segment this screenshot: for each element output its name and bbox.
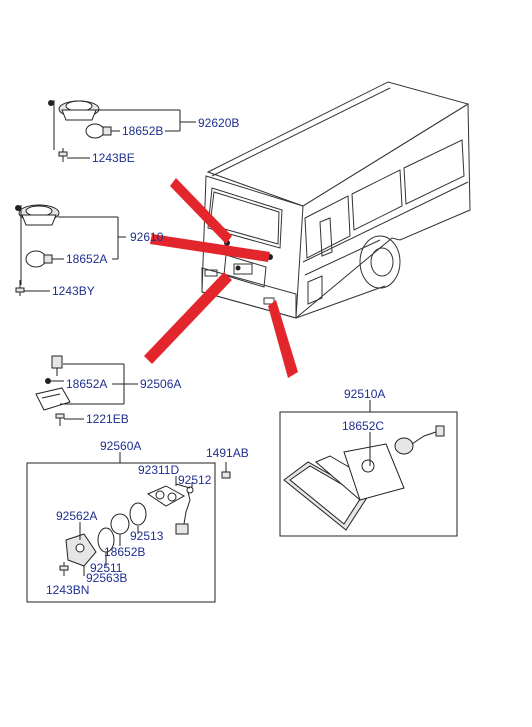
group-92506A: [35, 355, 138, 426]
bus-illustration: [201, 81, 471, 319]
arrow-to-92510A: [268, 300, 298, 378]
label-18652B-top: 18652B: [122, 124, 163, 138]
pointer-arrows: [144, 178, 298, 378]
arrow-to-92506A: [144, 272, 232, 364]
label-92562A: 92562A: [56, 509, 97, 523]
group-92510A: [279, 400, 458, 537]
label-1243BE: 1243BE: [92, 151, 135, 165]
label-92513: 92513: [130, 529, 164, 543]
label-1491AB: 1491AB: [206, 446, 249, 460]
label-92510A: 92510A: [344, 387, 385, 401]
arrow-to-92620B: [170, 178, 232, 244]
label-1243BY: 1243BY: [52, 284, 95, 298]
label-92311D: 92311D: [138, 463, 179, 477]
label-1221EB: 1221EB: [86, 412, 129, 426]
label-92512: 92512: [178, 473, 212, 487]
label-92563B: 92563B: [86, 571, 127, 585]
label-92560A: 92560A: [100, 439, 141, 453]
group-92620B: [48, 100, 196, 162]
label-92506A: 92506A: [140, 377, 181, 391]
label-18652A-2: 18652A: [66, 377, 107, 391]
label-92610: 92610: [130, 230, 164, 244]
label-18652B-bot: 18652B: [104, 545, 145, 559]
label-92511: 92511: [90, 561, 123, 575]
label-92620B: 92620B: [198, 116, 239, 130]
label-18652A-1: 18652A: [66, 252, 107, 266]
group-92610: [15, 204, 126, 296]
label-1243BN: 1243BN: [46, 583, 89, 597]
group-92560A: [26, 452, 231, 603]
arrow-to-92610: [150, 234, 270, 262]
label-18652C: 18652C: [342, 419, 384, 433]
